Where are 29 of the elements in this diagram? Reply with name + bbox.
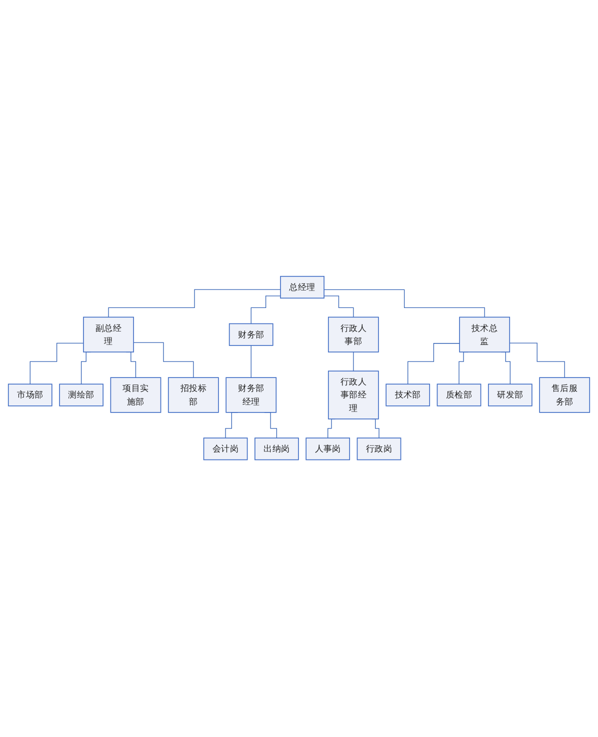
node-box: 招投标部 <box>168 378 219 414</box>
connector <box>108 290 281 318</box>
node-box: 质检部 <box>436 384 482 407</box>
connector <box>250 296 281 324</box>
node-box: 行政人事部 <box>328 317 379 353</box>
node-box: 行政人事部经理 <box>328 371 379 420</box>
connector <box>30 343 84 385</box>
node-box: 财务部经理 <box>226 378 277 414</box>
node-box: 市场部 <box>8 384 52 407</box>
connector <box>324 290 485 318</box>
connector <box>353 352 354 372</box>
node-box: 项目实施部 <box>110 378 162 414</box>
node-box: 副总经理 <box>83 317 134 353</box>
connector <box>509 343 565 378</box>
node-box: 售后服务部 <box>539 378 590 414</box>
node-box: 技术部 <box>386 384 430 407</box>
node-box: 会计岗 <box>203 438 248 461</box>
node-box: 人事岗 <box>306 438 350 461</box>
node-box: 出纳岗 <box>254 438 299 461</box>
node-box: 技术总监 <box>459 317 510 353</box>
node-box: 总经理 <box>280 276 324 299</box>
connector <box>324 296 354 318</box>
node-box: 研发部 <box>488 384 532 407</box>
connector <box>133 342 194 378</box>
connector <box>408 343 460 385</box>
node-box: 测绘部 <box>59 384 104 407</box>
node-box: 行政岗 <box>356 438 402 461</box>
node-box: 财务部 <box>228 324 274 346</box>
connector <box>250 346 252 378</box>
